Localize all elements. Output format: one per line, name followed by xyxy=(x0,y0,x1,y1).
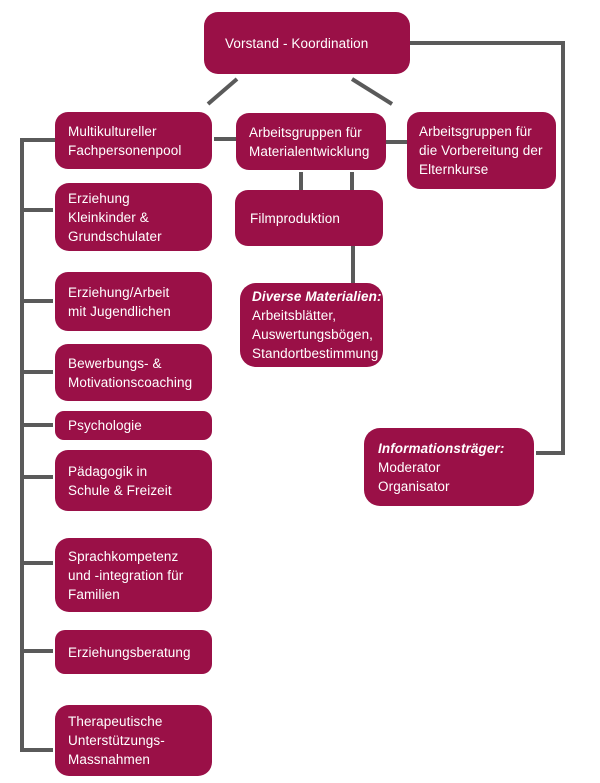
node-label: Filmproduktion xyxy=(250,210,340,226)
node-label: Sprachkompetenz xyxy=(68,548,179,564)
node-sprachkompetenz-integration: Sprachkompetenz und -integration für Fam… xyxy=(55,538,212,612)
node-label: Schule & Freizeit xyxy=(68,482,172,498)
node-label: Familien xyxy=(68,586,120,602)
node-label: Auswertungsbögen, xyxy=(252,327,374,342)
node-label: Massnahmen xyxy=(68,752,151,767)
node-erziehung-jugendliche: Erziehung/Arbeit mit Jugendlichen xyxy=(55,272,212,331)
node-erziehung-kleinkinder: Erziehung Kleinkinder & Grundschulater xyxy=(55,183,212,251)
node-label: Kleinkinder & xyxy=(68,209,149,225)
node-label: Therapeutische xyxy=(68,714,163,729)
node-label: Unterstützungs- xyxy=(68,733,165,748)
node-arbeitsgruppen-elternkurse: Arbeitsgruppen für die Vorbereitung der … xyxy=(407,112,556,189)
node-arbeitsgruppen-materialentwicklung: Arbeitsgruppen für Materialentwicklung xyxy=(236,113,386,170)
node-label: Erziehung/Arbeit xyxy=(68,284,170,300)
connector-vorstand-informationstraeger xyxy=(410,41,565,455)
node-label: Grundschulater xyxy=(68,228,162,244)
node-heading: Informationsträger: xyxy=(378,440,505,456)
node-label: Moderator xyxy=(378,459,441,475)
connector-vorstand-multikultureller xyxy=(206,77,239,106)
node-psychologie: Psychologie xyxy=(55,411,212,440)
node-label: Multikultureller xyxy=(68,123,157,139)
node-label: Motivationscoaching xyxy=(68,374,193,390)
node-label: Vorstand - Koordination xyxy=(225,35,369,51)
node-label: mit Jugendlichen xyxy=(68,303,171,319)
node-label: die Vorbereitung der xyxy=(419,143,543,158)
node-therapeutische-unterstuetzung: Therapeutische Unterstützungs- Massnahme… xyxy=(55,705,212,776)
node-heading: Diverse Materialien: xyxy=(252,289,382,304)
node-informationstraeger: Informationsträger: Moderator Organisato… xyxy=(364,428,534,506)
node-erziehungsberatung: Erziehungsberatung xyxy=(55,630,212,674)
node-label: Arbeitsblätter, xyxy=(252,308,337,323)
node-label: Erziehungsberatung xyxy=(68,644,191,660)
node-label: Materialentwicklung xyxy=(249,143,370,159)
node-label: Organisator xyxy=(378,478,450,494)
node-label: Standortbestimmung xyxy=(252,346,379,361)
node-label: Arbeitsgruppen für xyxy=(249,124,362,140)
connector-left-spine xyxy=(20,138,55,752)
node-label: Pädagogik in xyxy=(68,463,148,479)
node-multikultureller-fachpersonenpool: Multikultureller Fachpersonenpool xyxy=(55,112,212,169)
node-label: Elternkurse xyxy=(419,162,489,177)
node-label: Arbeitsgruppen für xyxy=(419,124,532,139)
node-label: Bewerbungs- & xyxy=(68,355,162,371)
node-label: Fachpersonenpool xyxy=(68,142,182,158)
node-label: Erziehung xyxy=(68,190,130,206)
node-label: und -integration für xyxy=(68,567,184,583)
node-paedagogik-schule-freizeit: Pädagogik in Schule & Freizeit xyxy=(55,450,212,511)
node-diverse-materialien: Diverse Materialien: Arbeitsblätter, Aus… xyxy=(240,283,383,367)
node-label: Psychologie xyxy=(68,418,142,433)
node-vorstand-koordination: Vorstand - Koordination xyxy=(204,12,410,74)
node-filmproduktion: Filmproduktion xyxy=(235,190,383,246)
node-bewerbungs-motivationscoaching: Bewerbungs- & Motivationscoaching xyxy=(55,344,212,401)
connector-vorstand-arbeitsgruppen xyxy=(350,77,394,106)
